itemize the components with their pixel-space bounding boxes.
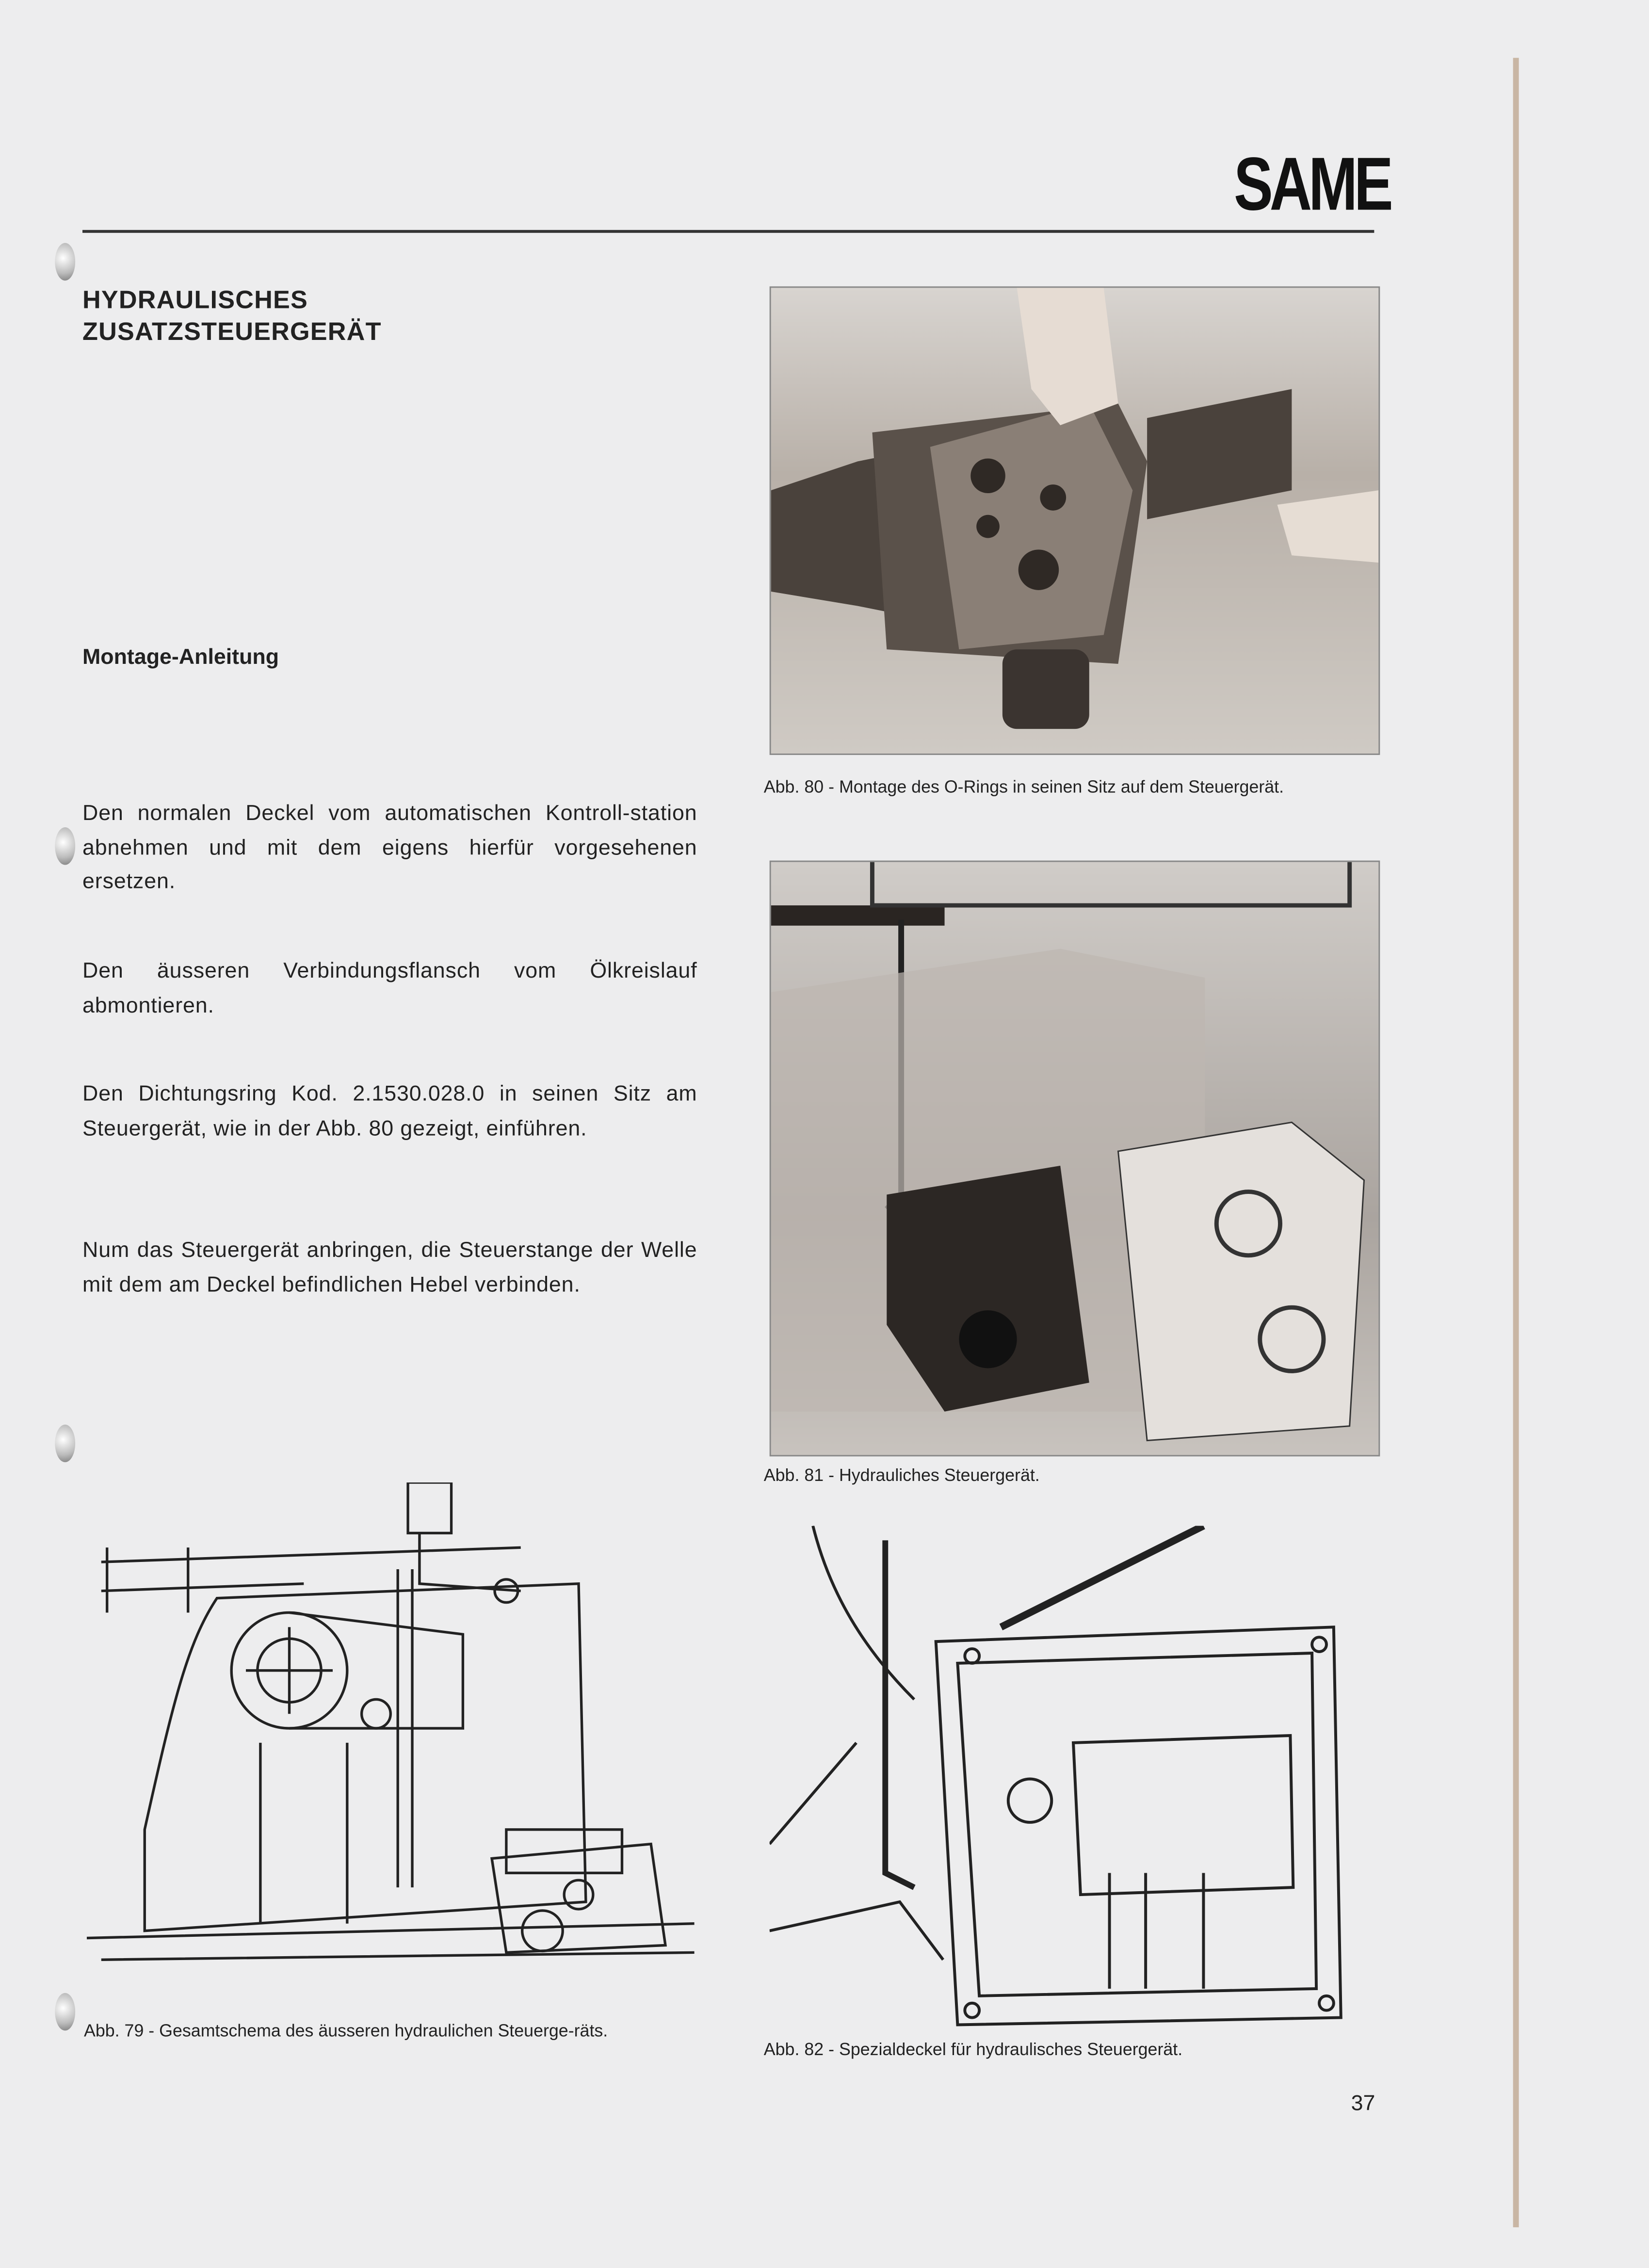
figure-79-schematic: [86, 1481, 709, 1981]
punch-hole-icon: [55, 827, 76, 865]
paragraph: Den normalen Deckel vom automatischen Ko…: [82, 801, 697, 894]
page-edge-line: [1513, 58, 1519, 2228]
section-heading: Montage-Anleitung: [82, 645, 279, 670]
punch-hole-icon: [55, 1424, 76, 1463]
figure-82-caption: Abb. 82 - Spezialdeckel für hydraulische…: [763, 2039, 1183, 2060]
paragraph: Num das Steuergerät anbringen, die Steue…: [82, 1238, 697, 1297]
valve-photo-illustration: [771, 288, 1379, 729]
punch-hole-icon: [55, 1993, 76, 2031]
page-title: HYDRAULISCHES ZUSATZSTEUERGERÄT: [82, 284, 382, 347]
figure-82-drawing: [768, 1522, 1377, 2032]
special-cover-drawing: [768, 1522, 1342, 2027]
page-number: 37: [1351, 2091, 1375, 2116]
paragraph: Den äusseren Verbindungsflansch vom Ölkr…: [82, 959, 697, 1018]
title-line: HYDRAULISCHES: [82, 285, 308, 314]
figure-80-photo: [769, 286, 1380, 755]
brand-logo: SAME: [1234, 143, 1393, 227]
figure-79-caption: Abb. 79 - Gesamtschema des äusseren hydr…: [83, 2020, 608, 2041]
paragraph: Den Dichtungsring Kod. 2.1530.028.0 in s…: [82, 1081, 697, 1141]
figure-81-caption: Abb. 81 - Hydrauliches Steuergerät.: [763, 1465, 1040, 1486]
figure-80-caption: Abb. 80 - Montage des O-Rings in seinen …: [763, 776, 1284, 797]
punch-hole-icon: [55, 243, 76, 281]
tractor-hydraulic-photo-illustration: [771, 862, 1365, 1442]
hydraulic-control-schematic: [86, 1481, 695, 1961]
header-rule: [82, 230, 1374, 233]
figure-81-photo: [769, 860, 1380, 1457]
title-line: ZUSATZSTEUERGERÄT: [82, 317, 382, 346]
